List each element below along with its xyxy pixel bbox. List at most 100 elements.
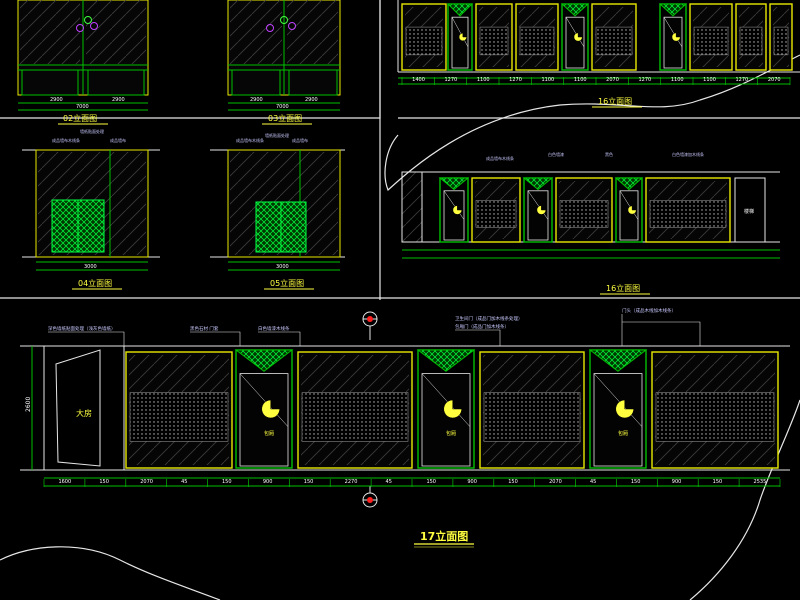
view-16b-title: 16立面图	[606, 283, 640, 293]
view-16a-wall-panel	[735, 3, 767, 71]
view-03-elevation: 2900 2900 7000 03立面图	[227, 0, 341, 125]
view-02-dim-1: 2900	[50, 97, 63, 103]
view-17-dim-18: 2535	[754, 479, 767, 485]
view-16a-door	[560, 3, 590, 71]
view-17-door-3: 包厢	[588, 349, 648, 469]
view-05-note-3: 成品墙布	[292, 137, 308, 143]
view-16a-dim-11: 1270	[736, 77, 749, 83]
view-16a-wall-panel	[689, 3, 733, 71]
view-17-wall-panel	[651, 351, 779, 469]
section-marker-top	[362, 311, 378, 340]
view-17-wall-panel	[297, 351, 413, 469]
view-16a-dim-1: 1400	[412, 77, 425, 83]
view-17-dim-14: 45	[590, 479, 596, 485]
view-17-dim-3: 2070	[140, 479, 153, 485]
view-17-elevation: 2600 大房 包厢包厢包厢 深色墙纸贴面处理（浅灰色墙纸） 黑色石材 门套 白…	[20, 307, 790, 548]
door-sign-icon	[452, 205, 463, 215]
view-03-dim-total: 7000	[276, 104, 289, 110]
view-16b-wall-panel	[471, 177, 521, 243]
view-16b-note-2: 白色墙漆	[548, 151, 564, 157]
view-17-dim-10: 150	[426, 479, 436, 485]
view-17-leader-lines	[48, 314, 701, 346]
view-02-title: 02立面图	[63, 113, 97, 123]
section-marker-bottom	[362, 486, 378, 508]
view-16a-wall-panel	[591, 3, 637, 71]
view-16b-door	[614, 177, 644, 243]
view-16a-dim-2: 1270	[445, 77, 458, 83]
view-16a-dim-7: 2070	[606, 77, 619, 83]
view-16a-dim-8: 1270	[639, 77, 652, 83]
view-04-title: 04立面图	[78, 278, 112, 288]
view-16a-dim-9: 1100	[671, 77, 684, 83]
view-05-dim-total: 3000	[276, 264, 289, 270]
view-17-note-4: 卫生间门（成品门加木线条处理）	[455, 315, 523, 322]
view-03-dim-1: 2900	[250, 97, 263, 103]
door-sign-icon	[458, 32, 467, 42]
view-02-dim-2: 2900	[112, 97, 125, 103]
view-16b-door	[438, 177, 470, 243]
view-04-elevation: 墙纸贴面处理 成品墙布木线条 成品墙布 3000 04立面图	[22, 128, 160, 290]
door-sign-icon	[261, 399, 280, 419]
view-17-door-2-label: 包厢	[446, 430, 456, 437]
view-17-door-1-label: 包厢	[264, 430, 274, 437]
view-04-note-3: 成品墙布	[110, 137, 126, 143]
view-17-title: 17立面图	[420, 529, 468, 543]
view-17-door-2: 包厢	[416, 349, 476, 469]
view-17-door-3-label: 包厢	[618, 430, 628, 437]
view-05-title: 05立面图	[270, 278, 304, 288]
view-16a-dim-4: 1270	[509, 77, 522, 83]
view-16b-wall-panel	[645, 177, 731, 243]
view-17-dim-8: 2270	[345, 479, 358, 485]
view-16b-note-1: 成品墙布木线条	[486, 155, 514, 161]
sheet-curves	[0, 54, 800, 600]
view-17-dim-17: 150	[713, 479, 723, 485]
view-16a-dim-6: 1100	[574, 77, 587, 83]
view-16b-room-label: 楼梯	[744, 208, 754, 215]
view-17-dim-5: 150	[222, 479, 232, 485]
view-17-dim-4: 45	[181, 479, 187, 485]
view-17-wall-panel	[479, 351, 585, 469]
view-17-door-1: 包厢	[234, 349, 294, 469]
view-02-elevation: 2900 2900 7000 02立面图	[17, 0, 149, 125]
view-16b-wall-panel	[555, 177, 613, 243]
view-04-note-2: 成品墙布木线条	[52, 137, 80, 143]
view-17-dim-9: 45	[386, 479, 392, 485]
view-05-elevation: 墙纸贴面处理 成品墙布木线条 成品墙布 3000 05立面图	[210, 132, 345, 290]
view-17-note-2: 黑色石材 门套	[190, 325, 219, 332]
view-03-title: 03立面图	[268, 113, 302, 123]
view-17-dim-15: 150	[631, 479, 641, 485]
view-16a-wall-panel	[515, 3, 559, 71]
view-17-note-6: 门头（成品木线加木线条）	[622, 307, 676, 314]
door-sign-icon	[536, 205, 547, 215]
view-16b-note-4: 白色墙漆加木线条	[672, 151, 704, 157]
view-05-note-2: 成品墙布木线条	[236, 137, 264, 143]
view-17-dim-11: 900	[467, 479, 477, 485]
view-04-note-1: 墙纸贴面处理	[80, 128, 104, 134]
view-16a-wall-panel	[401, 3, 447, 71]
view-05-note-1: 墙纸贴面处理	[265, 132, 289, 138]
view-16a-door	[446, 3, 474, 71]
view-16b-door	[522, 177, 554, 243]
view-02-dim-total: 7000	[76, 104, 89, 110]
door-sign-icon	[573, 32, 583, 42]
view-17-dim-16: 900	[672, 479, 682, 485]
view-17-dim-6: 900	[263, 479, 273, 485]
view-16b-note-3: 黑色	[605, 151, 613, 157]
view-16a-dim-5: 1100	[542, 77, 555, 83]
view-17-room-label: 大房	[76, 408, 92, 418]
view-16a-wall-panel	[769, 3, 793, 71]
view-17-dim-13: 2070	[549, 479, 562, 485]
door-sign-icon	[627, 205, 637, 215]
door-sign-icon	[443, 399, 462, 419]
view-17-note-1: 深色墙纸贴面处理（浅灰色墙纸）	[48, 325, 116, 332]
view-17-dim-1: 1600	[58, 479, 71, 485]
view-17-dim-12: 150	[508, 479, 518, 485]
view-17-wall-panel	[125, 351, 233, 469]
view-03-dim-2: 2900	[305, 97, 318, 103]
view-17-height-label: 2600	[25, 397, 32, 412]
view-16a-door	[658, 3, 688, 71]
door-sign-icon	[615, 399, 634, 419]
view-04-dim-total: 3000	[84, 264, 97, 270]
